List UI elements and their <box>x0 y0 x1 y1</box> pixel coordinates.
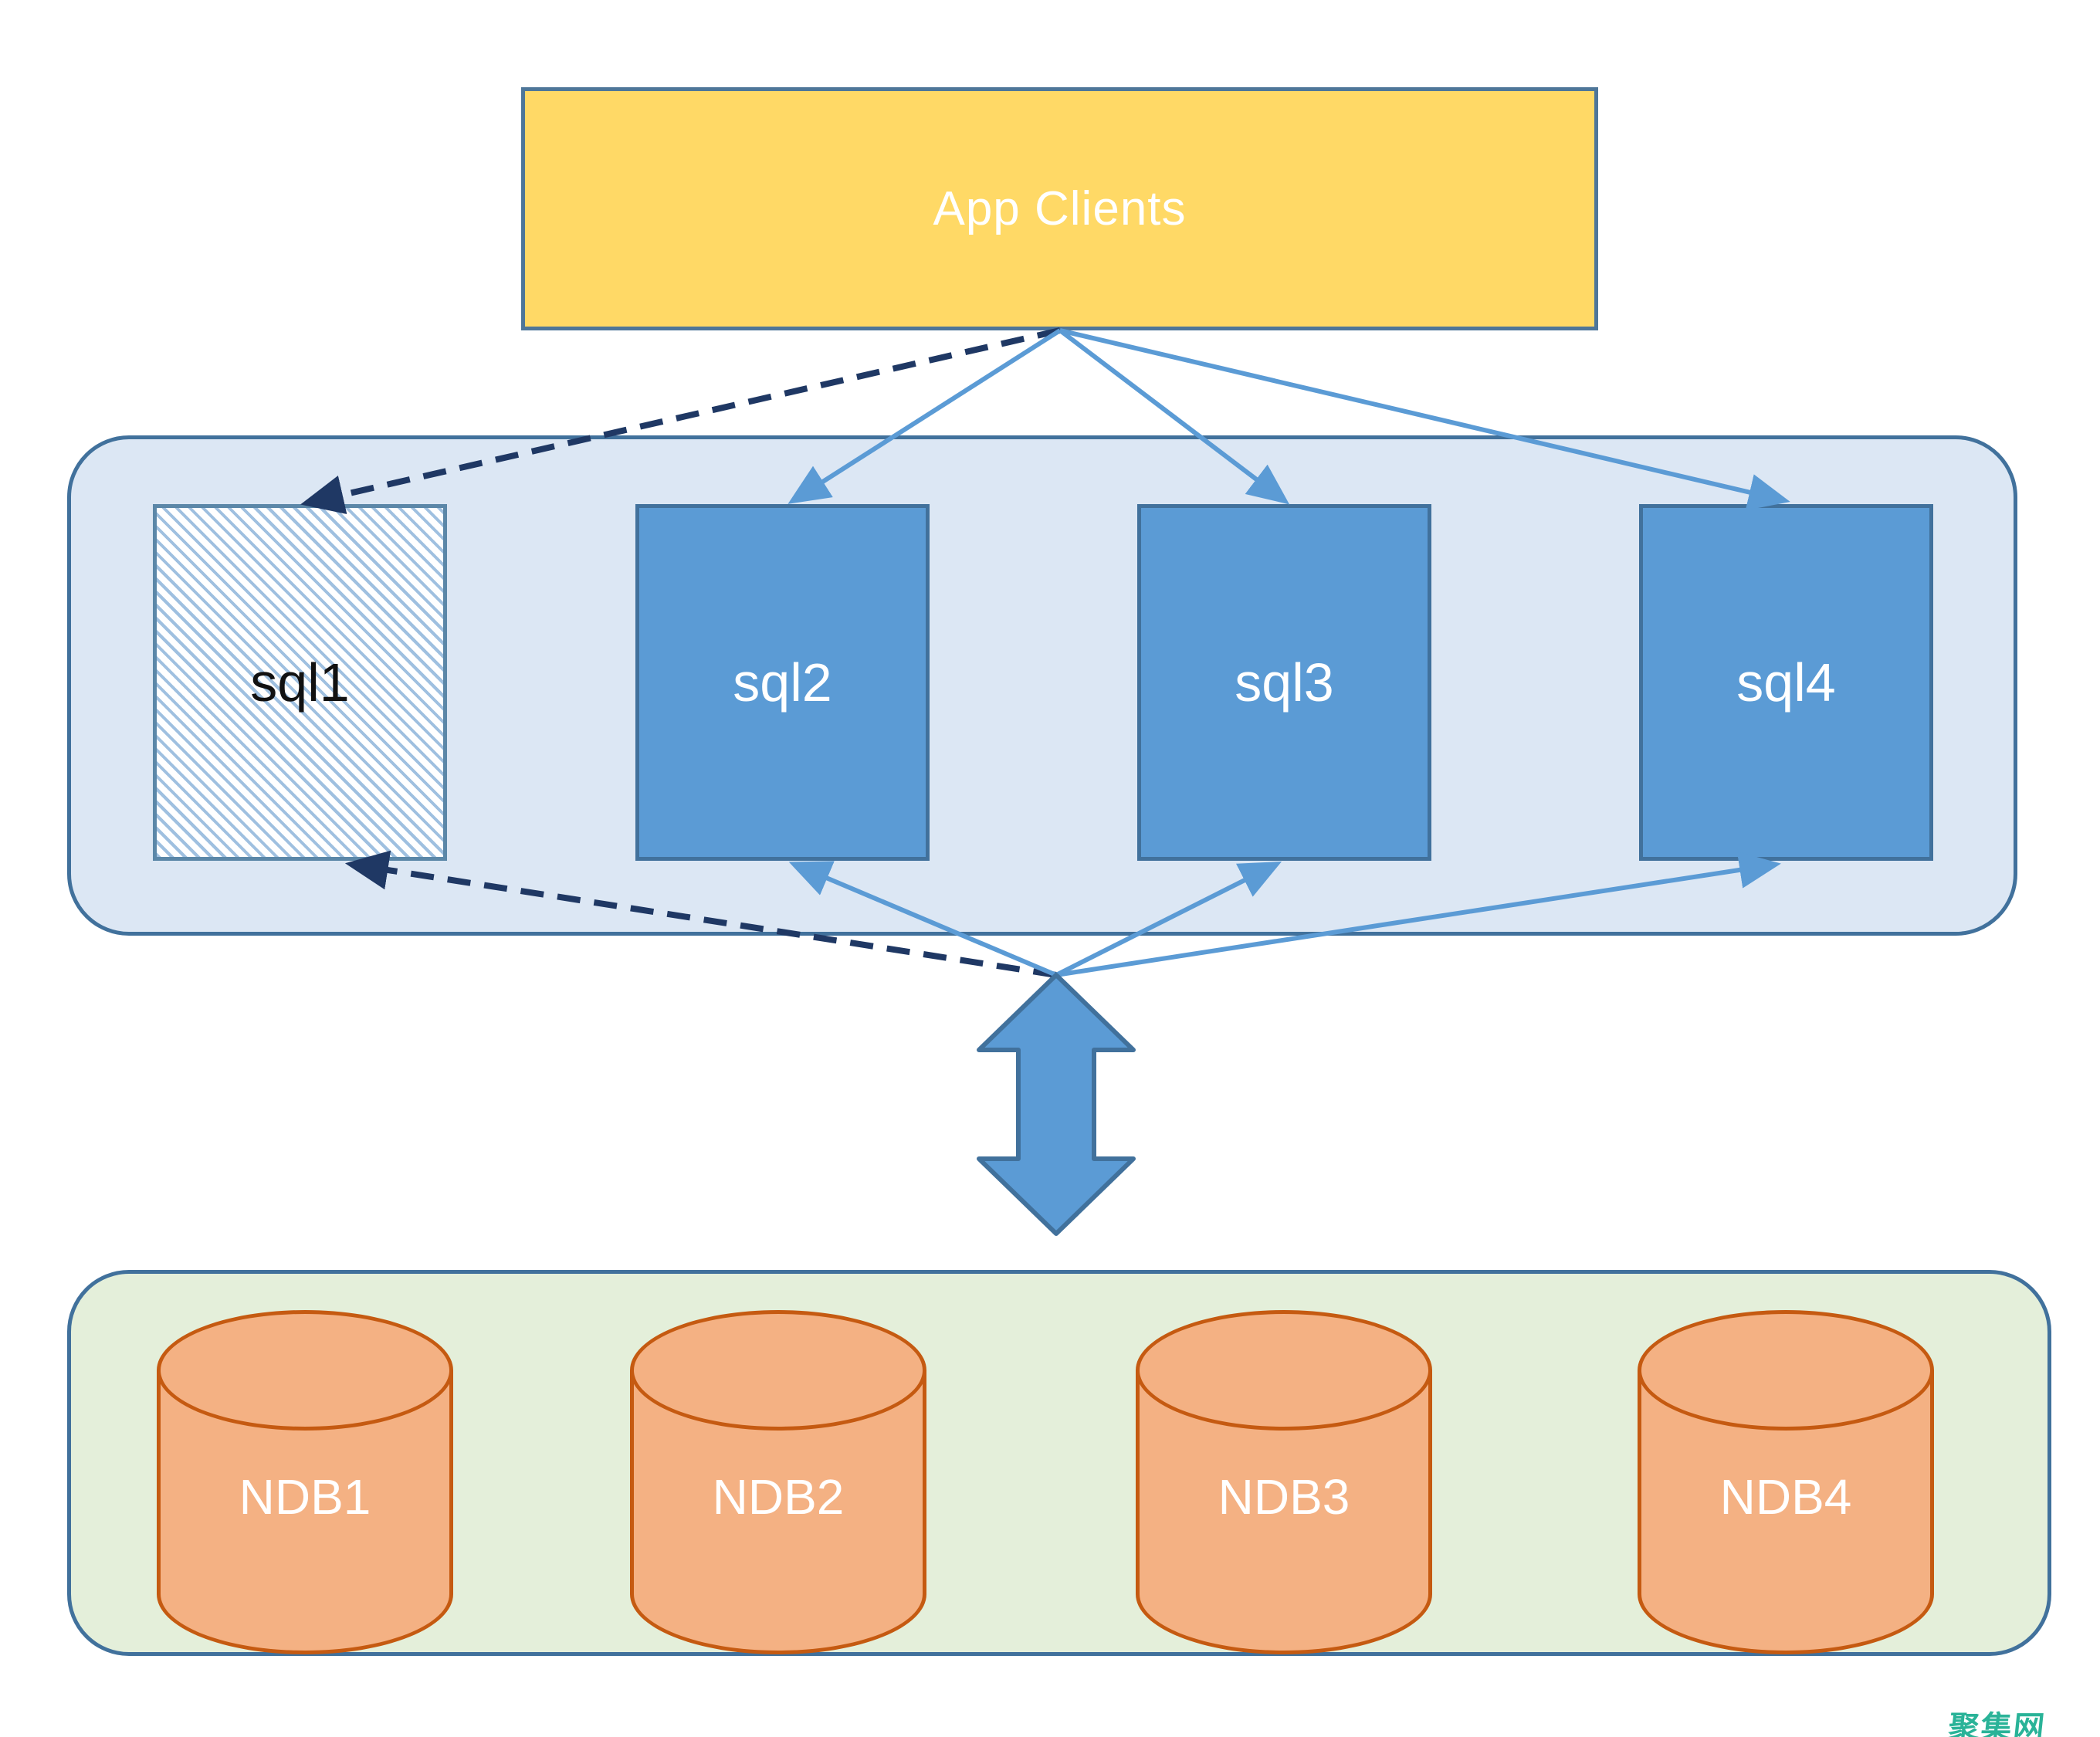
ndb4-cylinder: NDB4 <box>1638 1310 1934 1654</box>
ndb4-label: NDB4 <box>1719 1469 1852 1525</box>
ndb2-cylinder: NDB2 <box>630 1310 926 1654</box>
sql4-node: sql4 <box>1639 504 1933 861</box>
app-clients-box: App Clients <box>521 87 1598 330</box>
cylinder-top <box>630 1310 926 1431</box>
sql1-node: sql1 <box>153 504 447 861</box>
sql3-node: sql3 <box>1137 504 1431 861</box>
sql4-label: sql4 <box>1736 652 1836 713</box>
cylinder-top <box>1638 1310 1934 1431</box>
ndb1-cylinder: NDB1 <box>157 1310 453 1654</box>
sql2-node: sql2 <box>635 504 930 861</box>
ndb3-cylinder: NDB3 <box>1136 1310 1432 1654</box>
ndb1-label: NDB1 <box>239 1469 371 1525</box>
app-clients-label: App Clients <box>933 182 1187 235</box>
sql2-label: sql2 <box>733 652 832 713</box>
sql1-label: sql1 <box>250 652 350 713</box>
bidirectional-arrow <box>977 973 1136 1236</box>
watermark-text: 聚集网 <box>1946 1711 2048 1737</box>
cylinder-top <box>1136 1310 1432 1431</box>
ndb3-label: NDB3 <box>1218 1469 1350 1525</box>
cylinder-top <box>157 1310 453 1431</box>
ndb2-label: NDB2 <box>712 1469 845 1525</box>
sql3-label: sql3 <box>1235 652 1334 713</box>
